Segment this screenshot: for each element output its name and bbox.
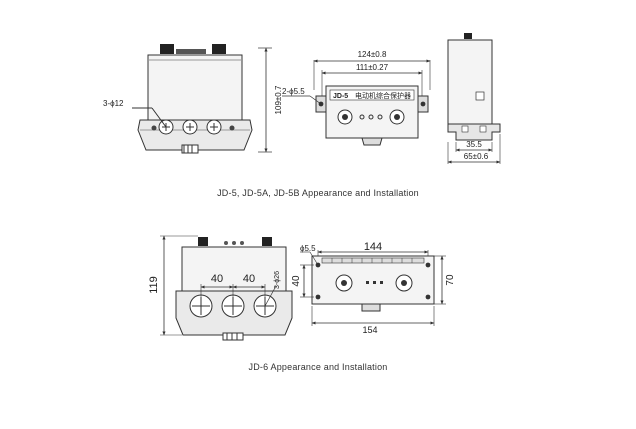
jd6-height-40: 40 <box>291 275 302 287</box>
jd6-width-144: 144 <box>364 241 382 253</box>
jd6-spacing-b: 40 <box>243 273 255 285</box>
jd5-side-view <box>447 33 501 164</box>
jd6-panel-view <box>300 250 446 326</box>
jd5-side-65: 65±0.6 <box>464 152 489 161</box>
jd6-height-dim: 119 <box>148 276 160 294</box>
jd6-width-154: 154 <box>362 325 377 335</box>
jd5-width-124: 124±0.8 <box>358 50 387 59</box>
jd5-panel-model: JD-5 <box>333 93 348 100</box>
jd6-spacing-a: 40 <box>211 273 223 285</box>
jd5-panel-view <box>282 59 431 146</box>
jd5-height-dim: 109±0.7 <box>274 85 283 114</box>
jd5-panel-title: 电动机综合保护器 <box>355 91 411 100</box>
jd5-caption: JD-5, JD-5A, JD-5B Appearance and Instal… <box>217 188 419 198</box>
jd6-hole-label: ϕ5.5 <box>300 244 316 253</box>
jd6-height-70: 70 <box>445 274 456 286</box>
jd5-side-35: 35.5 <box>466 140 482 149</box>
jd6-front-view <box>160 235 293 341</box>
jd5-width-111: 111±0.27 <box>356 63 389 72</box>
jd6-3phi-label: 3-ϕ26 <box>274 271 281 289</box>
jd6-caption: JD-6 Appearance and Installation <box>248 362 388 372</box>
jd5-3phi12-label: 3-ϕ12 <box>103 99 124 108</box>
jd5-front-view <box>132 44 272 154</box>
jd5-hole-label: 2-ϕ5.5 <box>282 87 305 96</box>
